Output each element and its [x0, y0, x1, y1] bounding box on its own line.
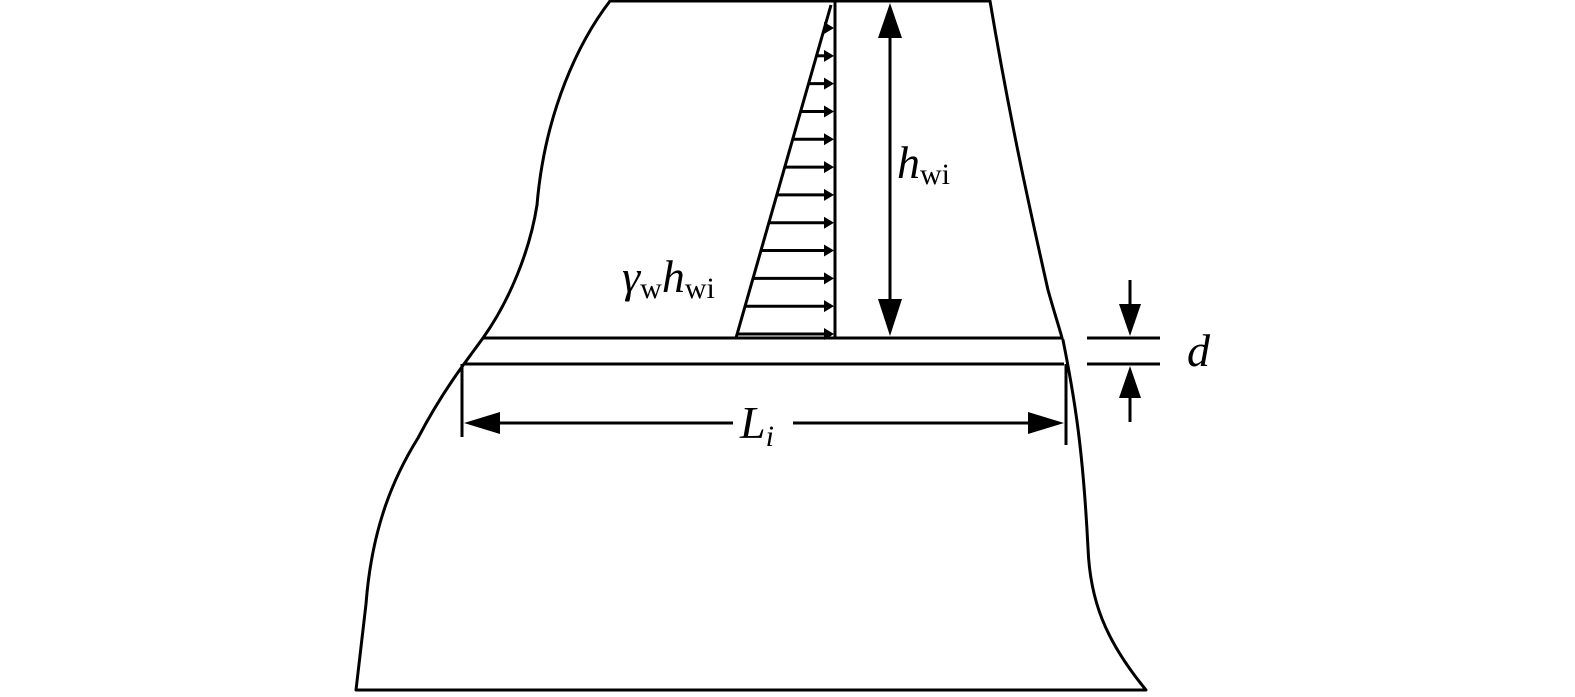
water-height-dimension	[878, 3, 902, 336]
water-height-arrowhead-top	[878, 3, 902, 38]
pressure-arrowhead	[824, 105, 834, 118]
pressure-arrowhead	[824, 161, 834, 174]
pressure-arrowhead	[824, 272, 834, 285]
pressure-arrowhead	[824, 328, 834, 340]
crack-length-label: Li	[739, 397, 774, 453]
crack-length-arrowhead-right	[1028, 412, 1064, 434]
pressure-label: γwhwi	[622, 251, 715, 305]
pressure-arrowhead	[824, 22, 834, 34]
upper-block-outline	[481, 0, 1064, 340]
water-height-label: hwi	[897, 137, 950, 191]
crack-left-edge	[462, 337, 485, 365]
pressure-arrows	[737, 22, 834, 340]
pressure-arrowhead	[824, 188, 834, 201]
pressure-arrowhead	[824, 77, 834, 90]
lower-block-outline	[354, 338, 1148, 692]
crack-length-arrowhead-left	[464, 412, 500, 434]
pressure-arrowhead	[824, 216, 834, 229]
pressure-arrowhead	[824, 49, 834, 62]
crack-length-dimension	[460, 364, 1068, 445]
crack-width-dimension	[1087, 280, 1160, 422]
crack-width-arrowhead-top	[1119, 304, 1141, 336]
pressure-arrowhead	[824, 133, 834, 146]
water-height-arrowhead-bottom	[878, 299, 902, 336]
crack-width-label: d	[1187, 325, 1211, 376]
crack-width-arrowhead-bottom	[1119, 366, 1141, 398]
pressure-arrowhead	[824, 244, 834, 257]
pressure-triangle-hypotenuse	[734, 4, 833, 339]
pressure-arrowhead	[824, 300, 834, 313]
